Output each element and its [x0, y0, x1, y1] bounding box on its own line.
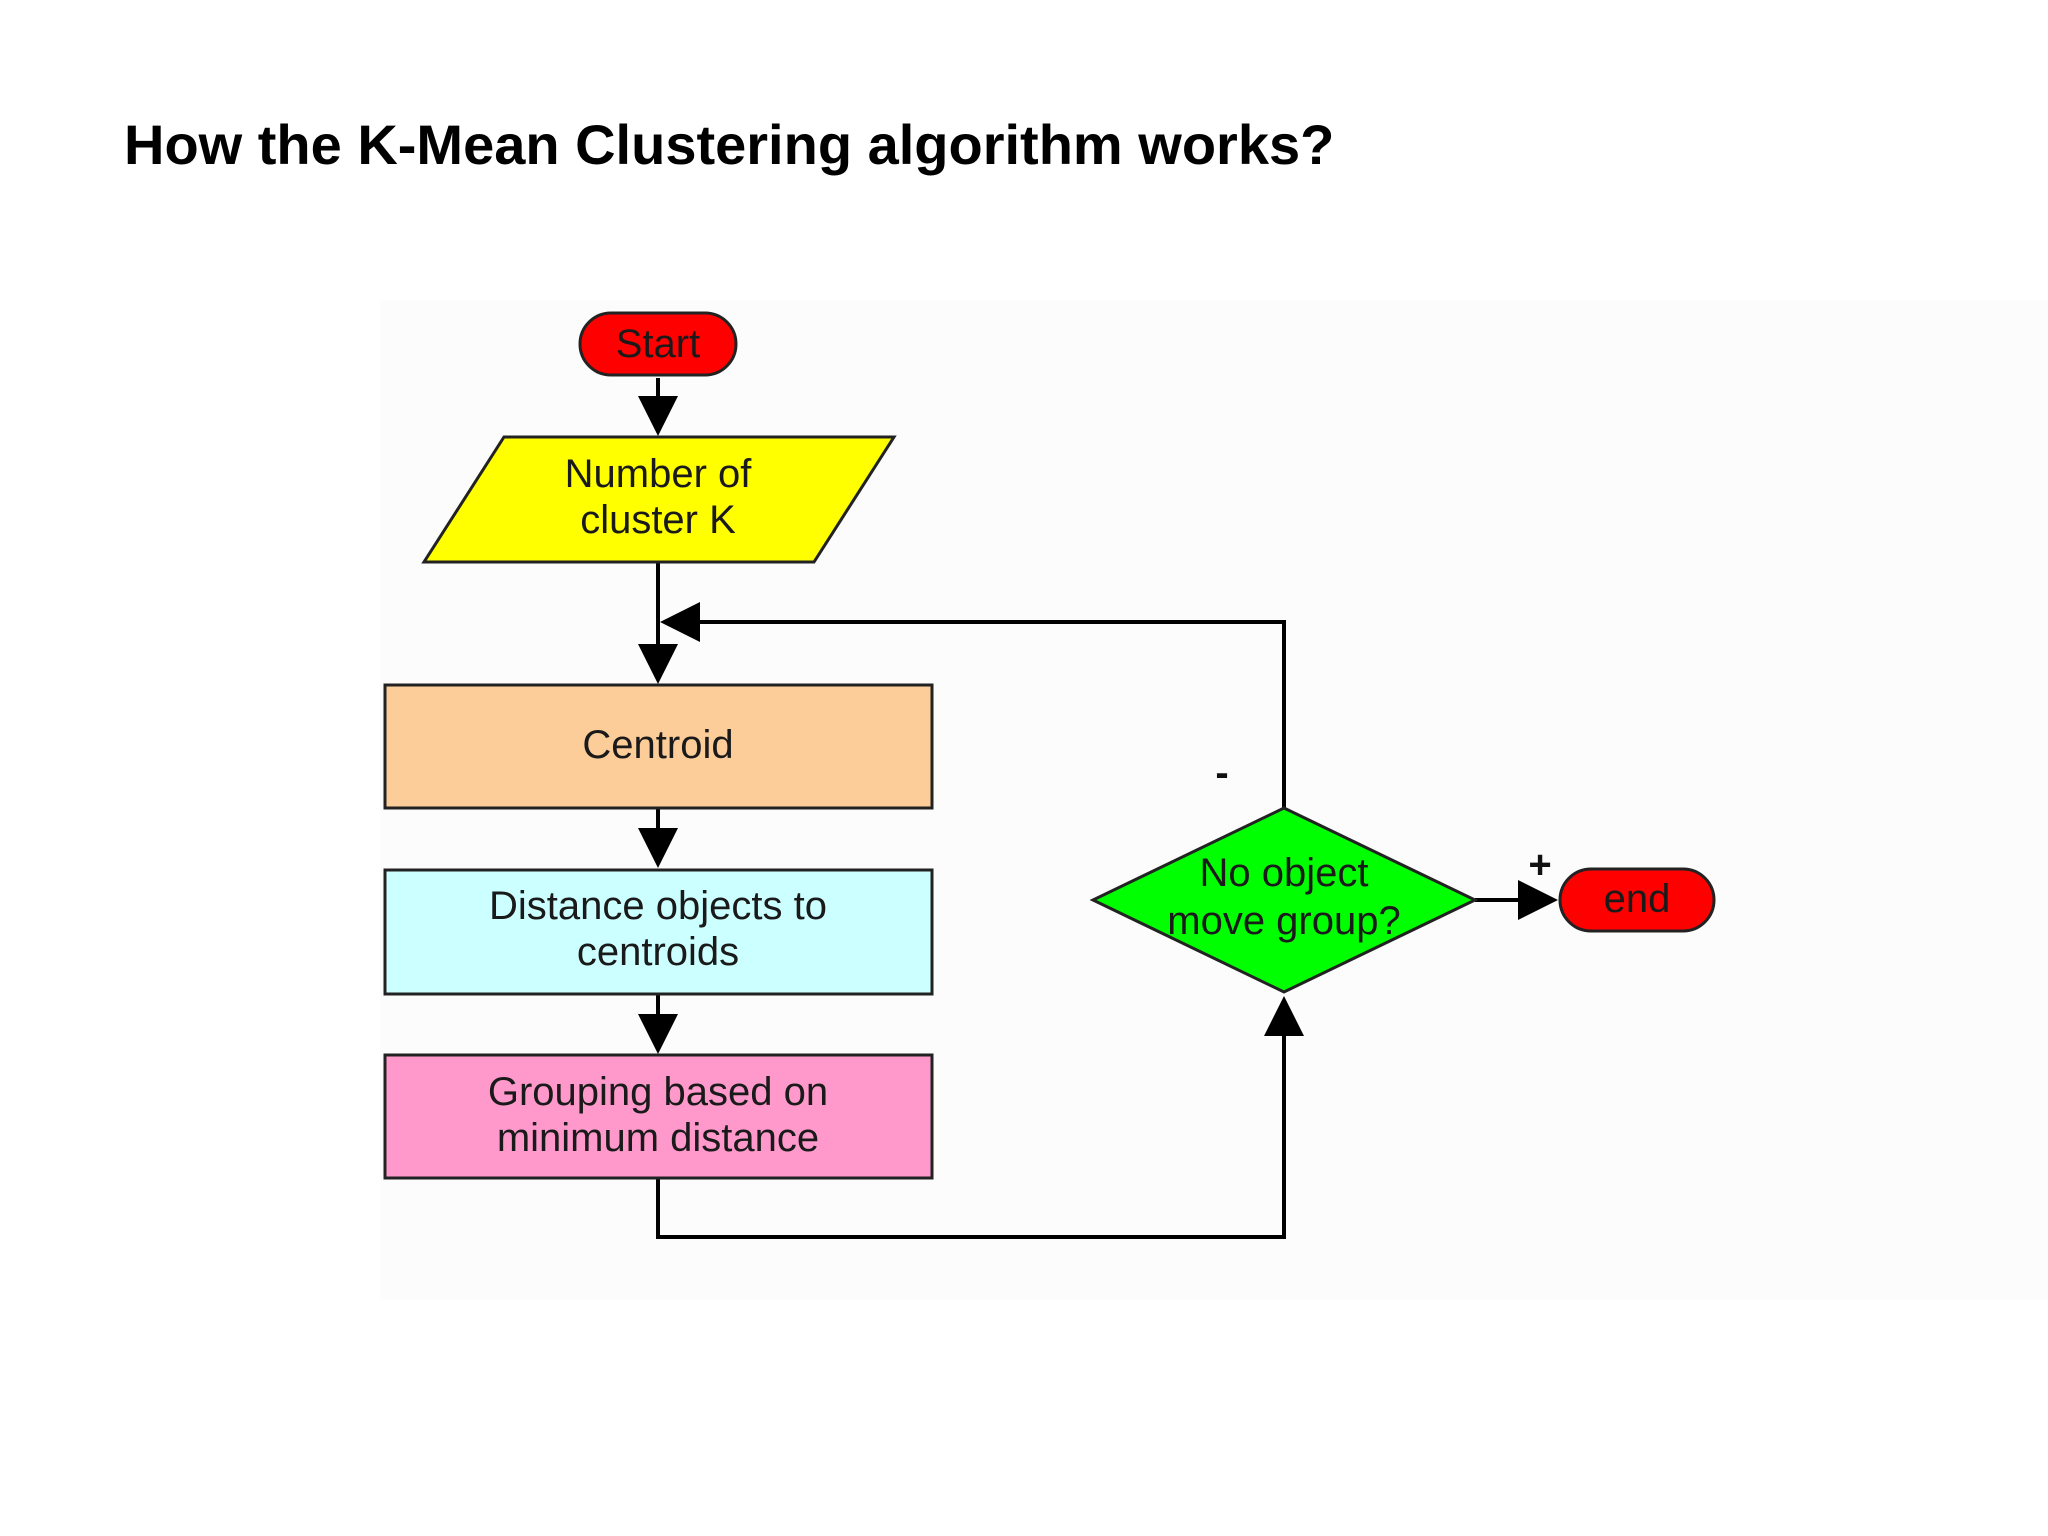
decision-shape: [1089, 806, 1479, 994]
distance-node: Distance objects to centroids: [383, 868, 934, 996]
input-node: Number of cluster K: [421, 435, 897, 564]
centroid-label: Centroid: [582, 723, 733, 767]
grouping-label-line-1: Grouping based on: [488, 1070, 828, 1114]
start-label: Start: [616, 322, 700, 366]
start-node: Start: [578, 311, 738, 377]
input-shape: [421, 435, 897, 564]
end-node: end: [1558, 867, 1716, 933]
distance-label-line-1: Distance objects to: [489, 884, 827, 928]
grouping-node: Grouping based on minimum distance: [383, 1053, 934, 1180]
branch-no-label: -: [1215, 751, 1228, 795]
arrow-decision-loop-back: [660, 602, 1286, 808]
page-title: How the K-Mean Clustering algorithm work…: [124, 113, 1335, 176]
arrow-grouping-to-decision: [656, 996, 1304, 1239]
decision-label-line-1: No object: [1200, 851, 1369, 895]
centroid-node: Centroid: [383, 683, 934, 810]
end-shape: [1558, 867, 1716, 933]
decision-node: No object move group?: [1089, 806, 1479, 994]
end-label: end: [1604, 877, 1671, 921]
branch-yes-label: +: [1528, 843, 1551, 887]
centroid-shape: [383, 683, 934, 810]
input-label-line-1: Number of: [565, 452, 753, 496]
start-shape: [578, 311, 738, 377]
decision-label-line-2: move group?: [1167, 899, 1400, 943]
input-label-line-2: cluster K: [580, 498, 736, 542]
distance-shape: [383, 868, 934, 996]
distance-label-line-2: centroids: [577, 930, 739, 974]
grouping-shape: [383, 1053, 934, 1180]
grouping-label-line-2: minimum distance: [497, 1116, 819, 1160]
connectors: [638, 378, 1558, 1239]
